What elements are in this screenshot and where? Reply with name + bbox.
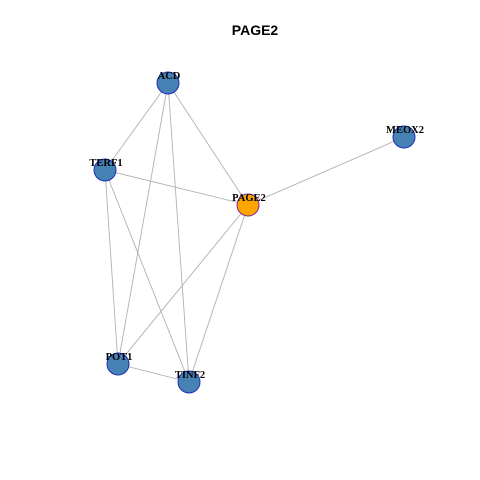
node-acd: ACD [156, 71, 181, 95]
node-label-terf1: TERF1 [89, 158, 122, 169]
node-meox2: MEOX2 [386, 125, 424, 149]
edge-acd-terf1 [104, 82, 169, 171]
edge-acd-page2 [167, 82, 249, 206]
edge-terf1-tinf2 [104, 169, 190, 383]
edge-acd-tinf2 [167, 82, 190, 383]
node-label-page2: PAGE2 [232, 193, 266, 204]
edge-terf1-page2 [104, 169, 249, 206]
edge-layer [104, 82, 405, 383]
edge-acd-pot1 [117, 82, 169, 365]
node-page2: PAGE2 [232, 193, 266, 217]
node-label-tinf2: TINF2 [175, 370, 205, 381]
node-tinf2: TINF2 [175, 370, 205, 394]
node-circle-meox2 [392, 125, 416, 149]
edge-terf1-pot1 [104, 169, 119, 365]
node-circle-acd [156, 71, 180, 95]
edge-page2-tinf2 [188, 204, 249, 383]
node-circle-page2 [236, 193, 260, 217]
edge-meox2-page2 [247, 136, 405, 206]
node-terf1: TERF1 [89, 158, 123, 182]
edge-pot1-tinf2 [117, 363, 190, 383]
node-circle-pot1 [106, 352, 130, 376]
edge-page2-pot1 [117, 204, 249, 365]
node-label-pot1: POT1 [106, 352, 133, 363]
node-circle-terf1 [93, 158, 117, 182]
node-pot1: POT1 [106, 352, 133, 376]
node-label-meox2: MEOX2 [386, 125, 424, 136]
node-label-acd: ACD [158, 71, 181, 82]
node-circle-tinf2 [177, 370, 201, 394]
graph-title: PAGE2 [232, 22, 279, 38]
